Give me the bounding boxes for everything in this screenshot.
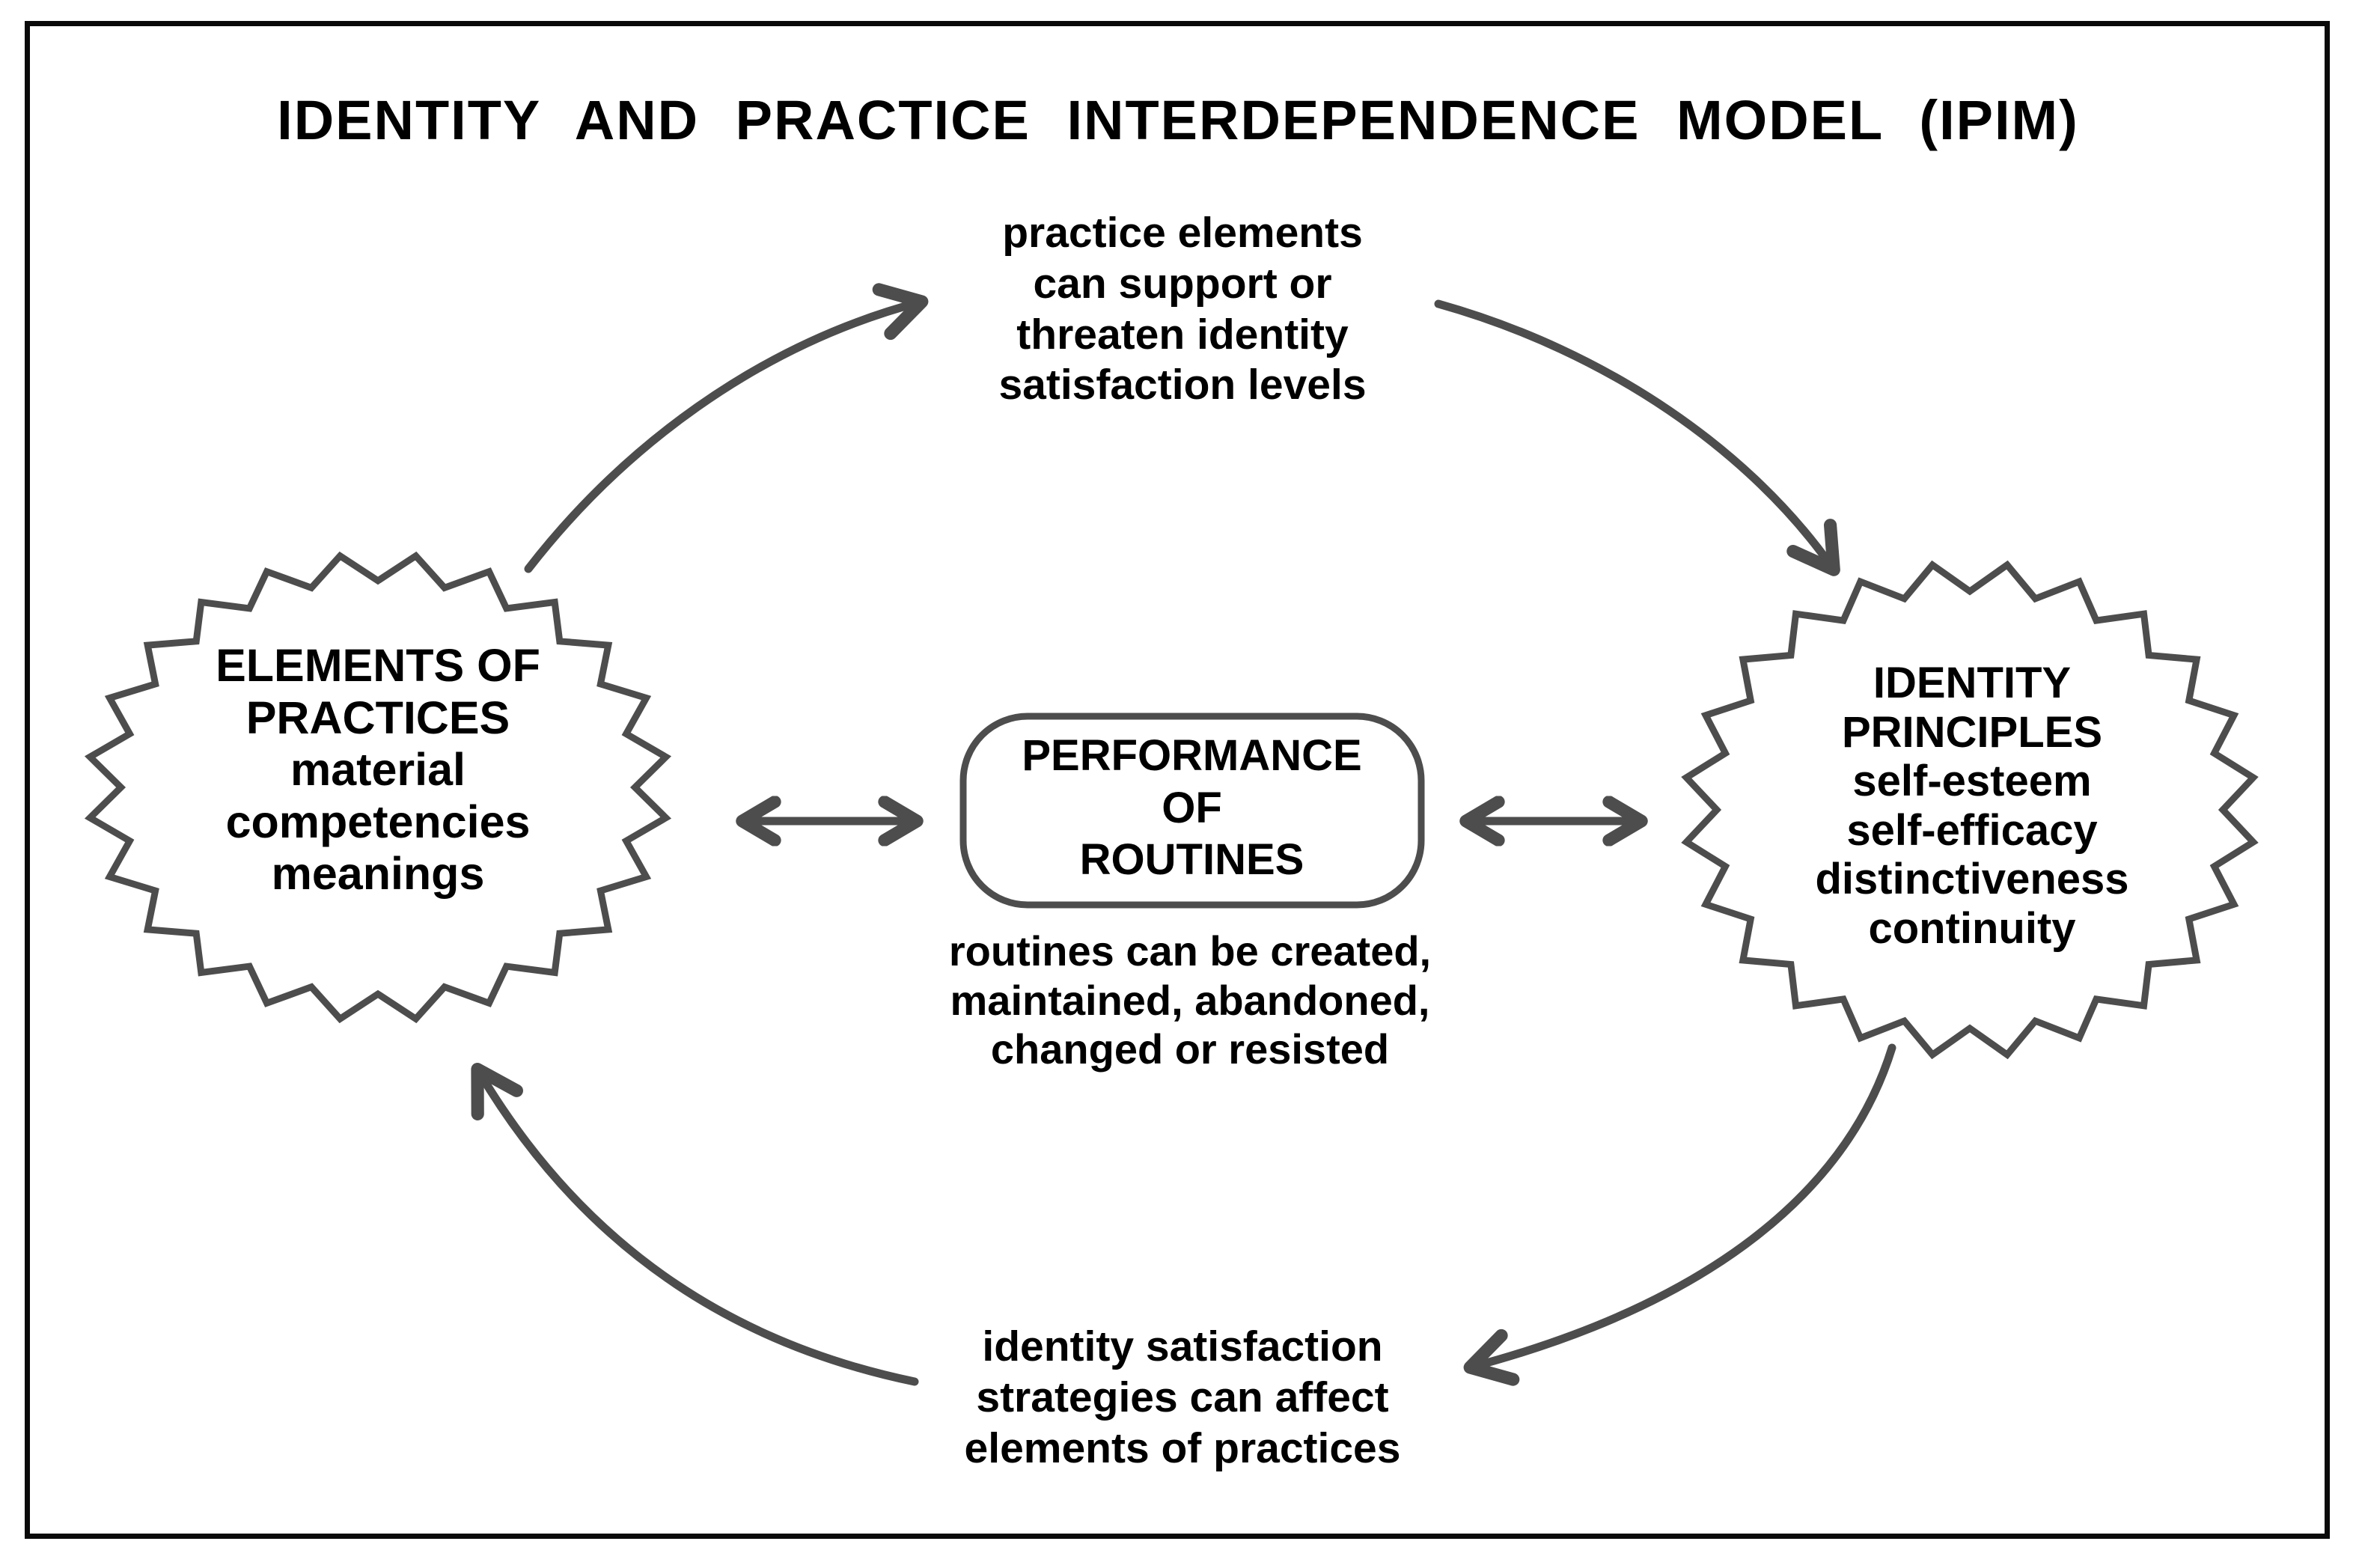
center-line3: ROUTINES xyxy=(1079,835,1304,885)
right-heading-line2: PRINCIPLES xyxy=(1841,707,2103,757)
bottom-caption-line3: elements of practices xyxy=(964,1424,1401,1472)
top-caption-line4: satisfaction levels xyxy=(998,361,1367,409)
center-caption-line3: changed or resisted xyxy=(990,1025,1390,1073)
left-item-meanings: meanings xyxy=(271,848,485,900)
right-item-self-efficacy: self-efficacy xyxy=(1846,805,2098,855)
left-starburst-label: ELEMENTS OF PRACTICES material competenc… xyxy=(90,640,666,900)
left-heading-line1: ELEMENTS OF xyxy=(216,640,540,691)
right-starburst-label: IDENTITY PRINCIPLES self-esteem self-eff… xyxy=(1680,659,2264,953)
right-item-continuity: continuity xyxy=(1868,903,2076,953)
page-title: IDENTITY AND PRACTICE INTERDEPENDENCE MO… xyxy=(277,89,2079,151)
top-caption-line3: threaten identity xyxy=(1016,310,1349,359)
center-caption-line1: routines can be created, xyxy=(948,927,1432,974)
bottom-caption: identity satisfaction strategies can aff… xyxy=(921,1322,1444,1474)
right-heading-line1: IDENTITY xyxy=(1873,659,2072,707)
center-line1: PERFORMANCE xyxy=(1022,731,1362,780)
top-caption-line2: can support or xyxy=(1033,259,1332,308)
center-line2: OF xyxy=(1162,783,1222,832)
top-caption-line1: practice elements xyxy=(1002,209,1363,257)
right-item-distinctiveness: distinctiveness xyxy=(1815,855,2129,904)
bottom-caption-line2: strategies can affect xyxy=(976,1373,1389,1421)
right-item-self-esteem: self-esteem xyxy=(1852,757,2092,806)
center-caption: routines can be created, maintained, aba… xyxy=(917,927,1463,1074)
center-caption-line2: maintained, abandoned, xyxy=(950,976,1430,1024)
bottom-caption-line1: identity satisfaction xyxy=(982,1323,1383,1370)
center-box-label: PERFORMANCE OF ROUTINES xyxy=(962,730,1422,886)
left-item-material: material xyxy=(290,744,466,796)
left-heading-line2: PRACTICES xyxy=(245,692,510,743)
left-item-competencies: competencies xyxy=(225,796,531,847)
top-caption: practice elements can support or threate… xyxy=(943,208,1422,411)
